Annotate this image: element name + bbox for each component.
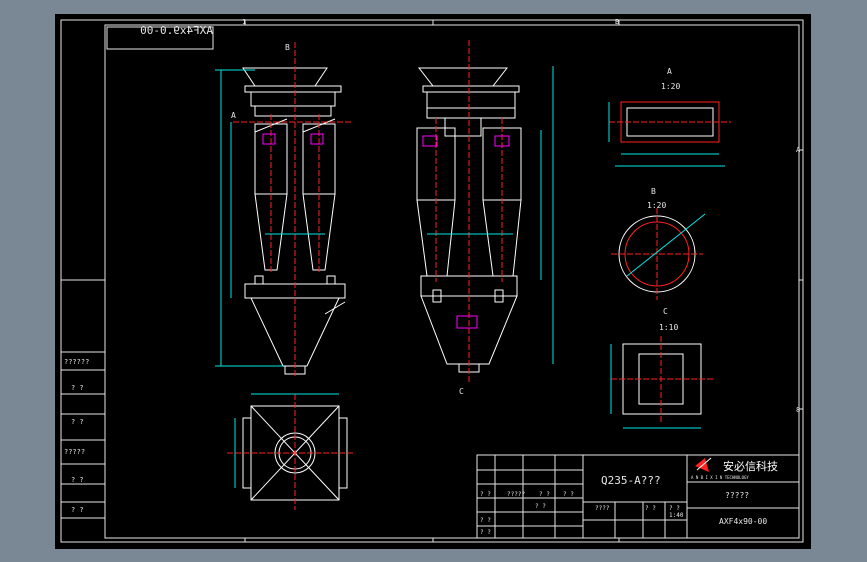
detail-b [611, 208, 706, 300]
view-label-b: B [285, 43, 290, 52]
left-table-cell-3: ????? [64, 448, 85, 456]
company-name: 安必信科技 [723, 459, 778, 473]
title-cell-7: ???? [595, 505, 610, 512]
title-cell-9: ? ? [669, 505, 680, 512]
detail-b-label: B [651, 187, 656, 196]
drawing-number: AXF4x90-00 [719, 517, 767, 526]
left-table-cell-1: ? ? [71, 384, 84, 392]
title-cell-2: ? ? [539, 491, 550, 498]
border-ticks [61, 20, 803, 542]
title-cell-0: ? ? [480, 491, 491, 498]
left-table-cell-2: ? ? [71, 418, 84, 426]
detail-c-label: C [663, 307, 668, 316]
title-stamp-box [106, 26, 214, 50]
left-table: ?????? ? ? ? ? ????? ? ? ? ? [60, 280, 106, 534]
left-table-cell-5: ? ? [71, 506, 84, 514]
border-mark-b-top: B [615, 18, 619, 26]
detail-c-scale: 1:10 [659, 323, 678, 332]
side-dimensions [427, 66, 554, 364]
border-mark-right-2: 8 [796, 406, 800, 414]
scale-value: 1:40 [669, 512, 684, 519]
title-cell-5: ? ? [480, 529, 491, 536]
title-cell-8: ? ? [645, 505, 656, 512]
border-mark-1-top: 1 [242, 18, 246, 26]
cad-drawing: B 1 A 8 AXF4x9.0-00 ?????? ? ? ? ? ?????… [60, 18, 804, 543]
side-centerlines [435, 40, 503, 384]
side-hatch [422, 135, 510, 329]
outer-frame [60, 19, 804, 543]
border-mark-right: A [796, 146, 801, 154]
title-stamp: AXF4x9.0-00 [140, 24, 213, 37]
front-dimensions [215, 69, 325, 367]
drawing-sheet: B 1 A 8 AXF4x9.0-00 ?????? ? ? ? ? ?????… [55, 14, 811, 549]
top-view-centerlines [227, 394, 355, 510]
detail-a [608, 101, 731, 167]
title-cell-3: ? ? [563, 491, 574, 498]
detail-c [610, 336, 715, 429]
left-table-cell-0: ?????? [64, 358, 89, 366]
section-label-a: A [231, 111, 236, 120]
left-table-cell-4: ? ? [71, 476, 84, 484]
drawing-name: ????? [725, 491, 749, 500]
top-view-dimensions [234, 393, 339, 488]
detail-b-scale: 1:20 [647, 201, 666, 210]
title-cell-4: ? ? [480, 517, 491, 524]
view-label-c: C [459, 387, 464, 396]
detail-a-scale: 1:20 [661, 82, 680, 91]
title-cell-1: ????? [507, 491, 525, 498]
title-cell-6: ? ? [535, 503, 546, 510]
company-name-en: A N B I X I N TECHNOLOGY [691, 475, 749, 480]
front-hatch [262, 133, 324, 145]
front-view [242, 67, 346, 375]
front-centerlines [233, 42, 351, 376]
detail-a-label: A [667, 67, 672, 76]
title-block-material: Q235-A??? [601, 474, 661, 487]
company-logo [695, 457, 712, 472]
title-block [476, 454, 800, 539]
